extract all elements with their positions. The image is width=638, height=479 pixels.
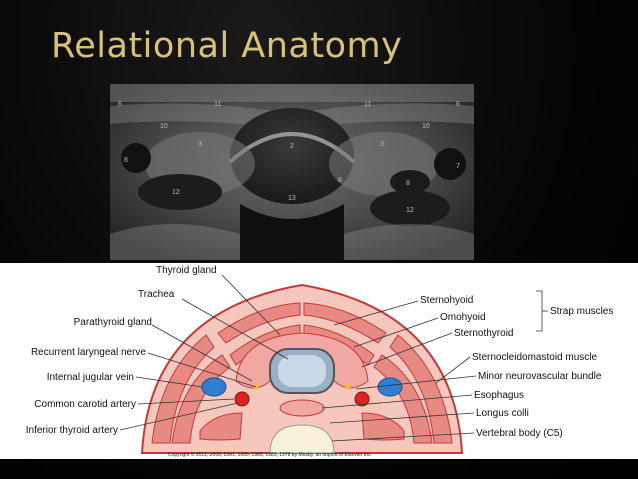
us-label-1: 6	[118, 101, 122, 108]
copyright-notice: Copyright © 2012, 2006, 2001, 1995, 1989…	[168, 451, 372, 458]
anatomy-diagram-svg: Thyroid gland Trachea Parathyroid gland …	[26, 265, 614, 458]
us-label-6: 10	[422, 123, 430, 130]
label-esophagus: Esophagus	[474, 390, 524, 401]
label-omohyoid: Omohyoid	[440, 312, 486, 323]
us-label-13: 12	[172, 189, 180, 196]
label-parathyroid-gland: Parathyroid gland	[74, 317, 152, 328]
us-label-3: 11	[364, 101, 371, 108]
label-strap-muscles: Strap muscles	[550, 306, 613, 317]
label-internal-jugular-vein: Internal jugular vein	[47, 372, 134, 383]
us-label-16: 8	[406, 180, 410, 187]
slide-title: Relational Anatomy	[51, 26, 403, 66]
us-label-15: 12	[406, 207, 414, 214]
ultrasound-image: 6 11 11 6 10 10 8 7 2 3 3 8 12 13 12 8	[110, 84, 474, 260]
label-longus-colli: Longus colli	[476, 408, 529, 419]
label-thyroid-gland: Thyroid gland	[156, 265, 217, 276]
label-vertebral-body: Vertebral body (C5)	[476, 428, 563, 439]
label-common-carotid-artery: Common carotid artery	[34, 399, 136, 410]
label-trachea: Trachea	[138, 289, 175, 300]
us-label-8: 7	[456, 163, 460, 170]
label-sternothyroid: Sternothyroid	[454, 328, 513, 339]
us-label-4: 6	[456, 101, 460, 108]
us-label-2: 11	[214, 101, 221, 108]
label-sternocleidomastoid-muscle: Sternocleidomastoid muscle	[472, 352, 597, 363]
label-sternohyoid: Sternohyoid	[420, 295, 473, 306]
label-minor-neurovascular-bundle: Minor neurovascular bundle	[478, 371, 602, 382]
us-label-10: 3	[198, 141, 202, 148]
ultrasound-svg: 6 11 11 6 10 10 8 7 2 3 3 8 12 13 12 8	[110, 84, 474, 260]
anatomy-diagram: Thyroid gland Trachea Parathyroid gland …	[0, 263, 638, 459]
label-recurrent-laryngeal-nerve: Recurrent laryngeal nerve	[31, 347, 146, 358]
us-label-14: 13	[288, 195, 296, 202]
us-label-11: 3	[380, 141, 384, 148]
us-label-5: 10	[160, 123, 168, 130]
us-label-9: 2	[290, 143, 294, 150]
us-label-7: 8	[124, 157, 128, 164]
label-inferior-thyroid-artery: Inferior thyroid artery	[26, 425, 118, 436]
us-label-12: 8	[338, 177, 342, 184]
